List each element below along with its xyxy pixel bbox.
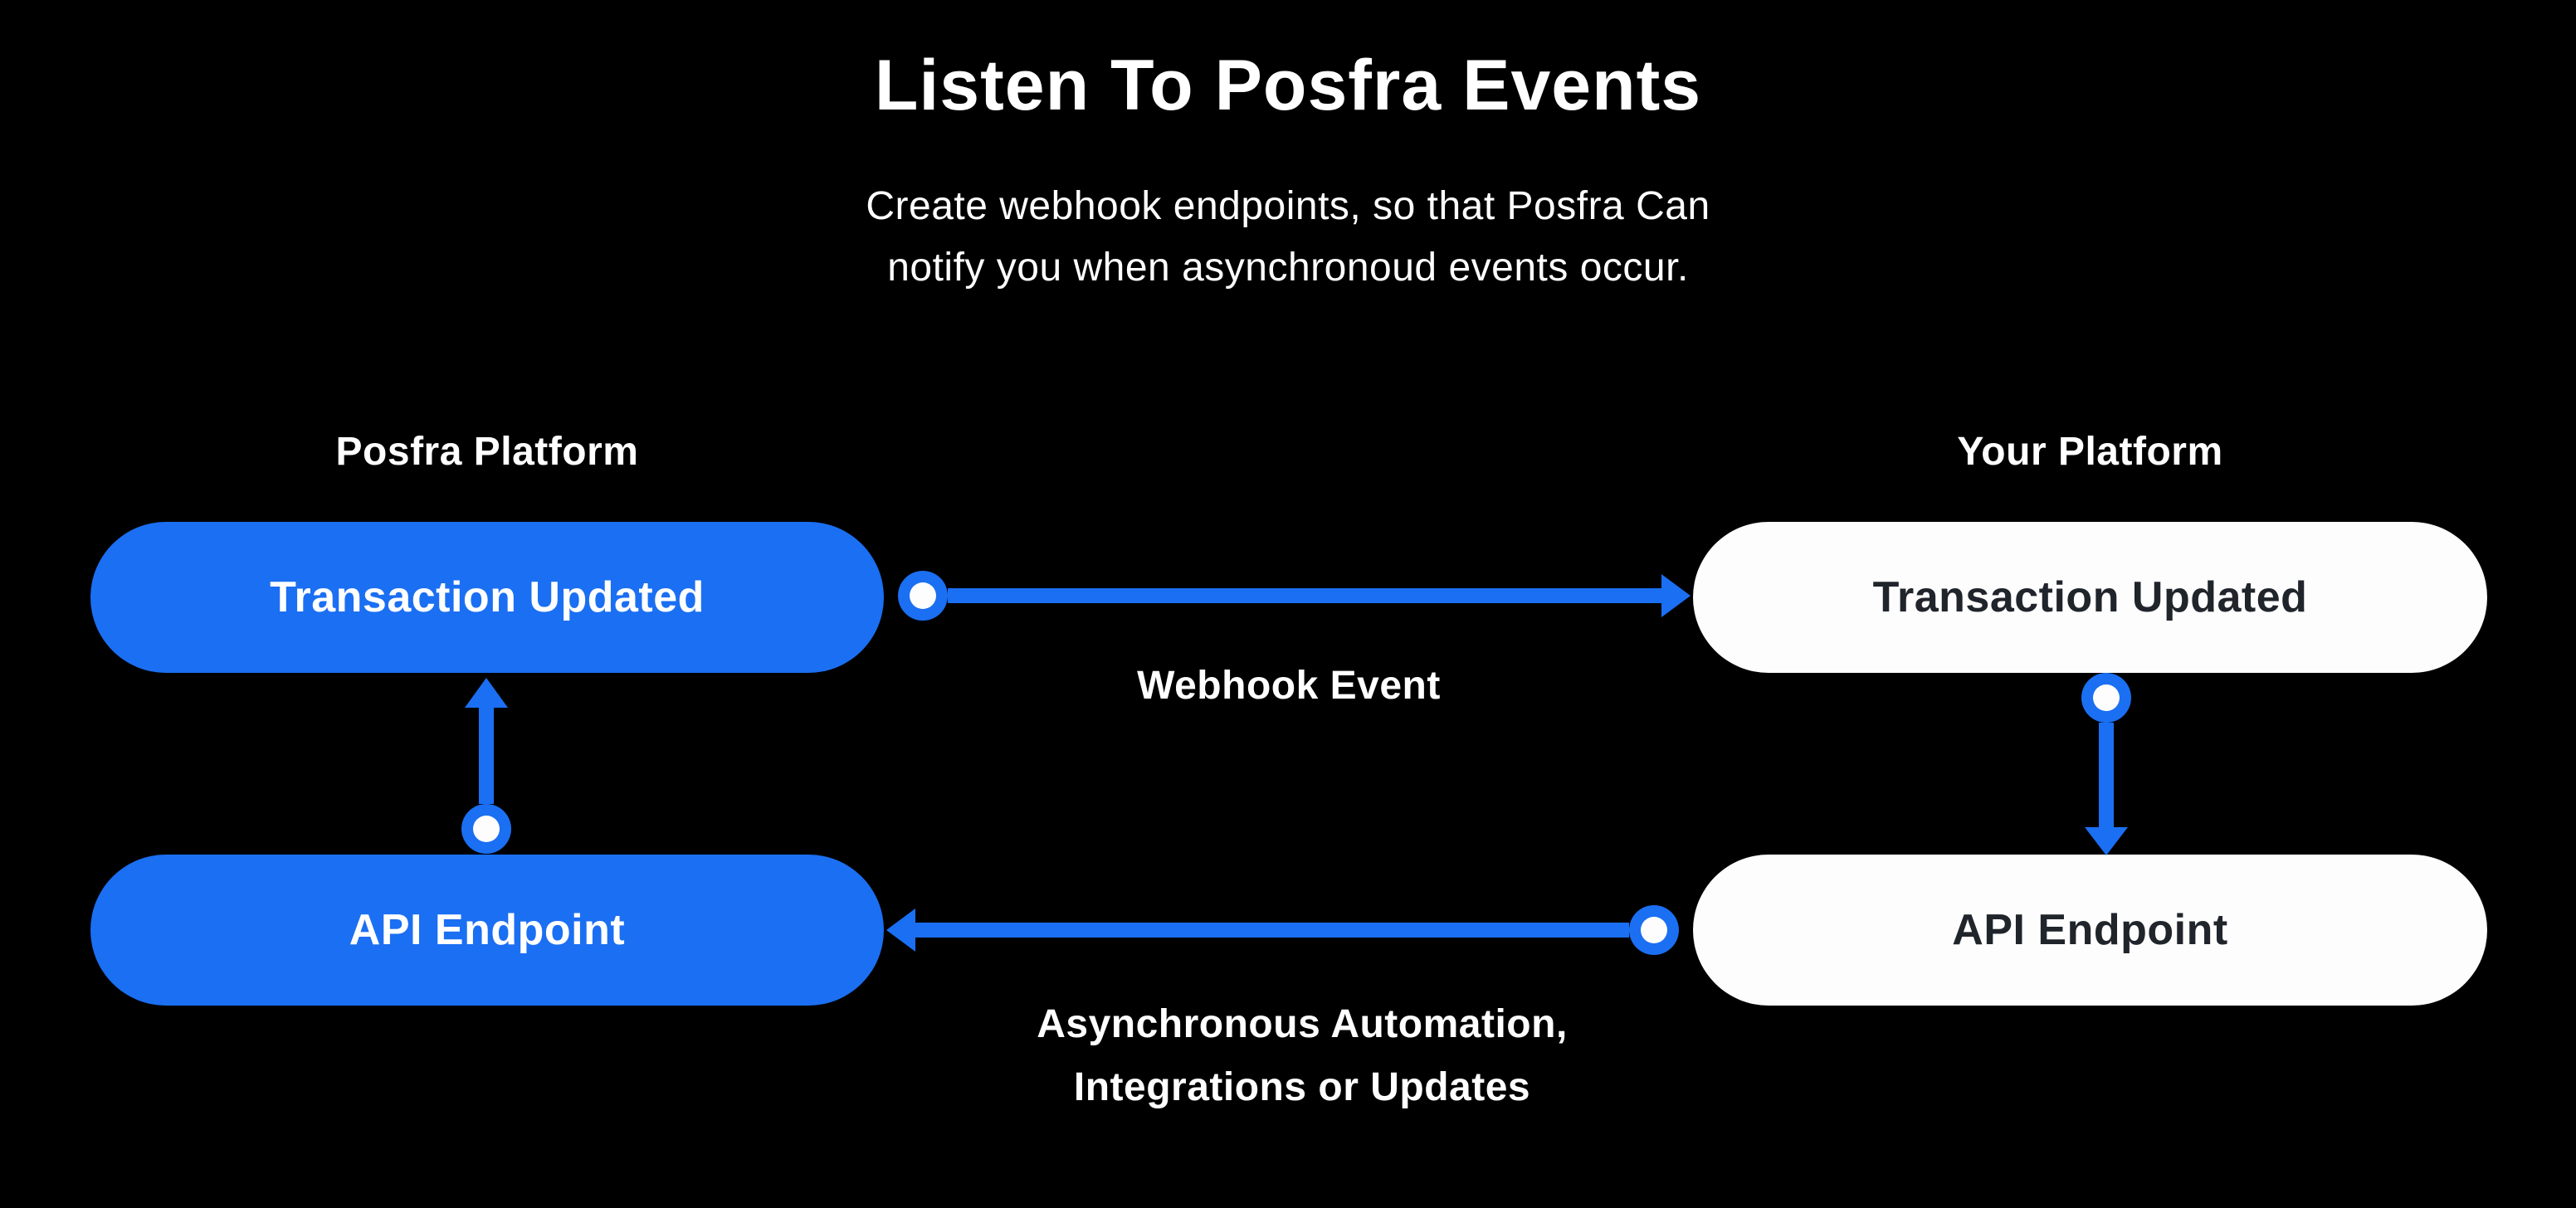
edge-async-automation [886,905,1679,955]
edge-left-internal [461,678,511,854]
arrowhead-left-icon [886,908,915,952]
origin-dot-core-icon [473,816,500,842]
origin-dot-core-icon [910,582,936,609]
origin-dot-icon [1629,905,1679,955]
node-posfra-api-endpoint: API Endpoint [90,855,884,1006]
column-header-your-platform: Your Platform [1957,430,2223,474]
arrowhead-right-icon [1661,574,1690,617]
column-header-posfra-platform: Posfra Platform [335,430,639,474]
page-subtitle-line1: Create webhook endpoints, so that Posfra… [866,184,1710,228]
origin-dot-icon [461,804,511,854]
edge-label-async-line1: Asynchronous Automation, [1037,1002,1568,1046]
node-your-transaction-updated: Transaction Updated [1693,522,2487,673]
edge-webhook-event [898,571,1690,621]
node-your-api-endpoint: API Endpoint [1693,855,2487,1006]
origin-dot-core-icon [2093,684,2120,711]
page-subtitle: Create webhook endpoints, so that Posfra… [0,176,2576,299]
origin-dot-icon [898,571,948,621]
origin-dot-icon [2081,673,2131,723]
edge-label-async-automation: Asynchronous Automation, Integrations or… [914,993,1690,1119]
origin-dot-core-icon [1641,917,1667,943]
page-title: Listen To Posfra Events [874,46,1702,125]
node-posfra-transaction-updated: Transaction Updated [90,522,884,673]
edge-label-async-line2: Integrations or Updates [1073,1065,1531,1109]
arrowhead-up-icon [465,678,508,708]
edge-label-webhook-event: Webhook Event [1137,664,1441,708]
edge-right-internal [2081,673,2131,855]
page-subtitle-line2: notify you when asynchronoud events occu… [887,246,1689,290]
arrowhead-down-icon [2085,827,2128,855]
